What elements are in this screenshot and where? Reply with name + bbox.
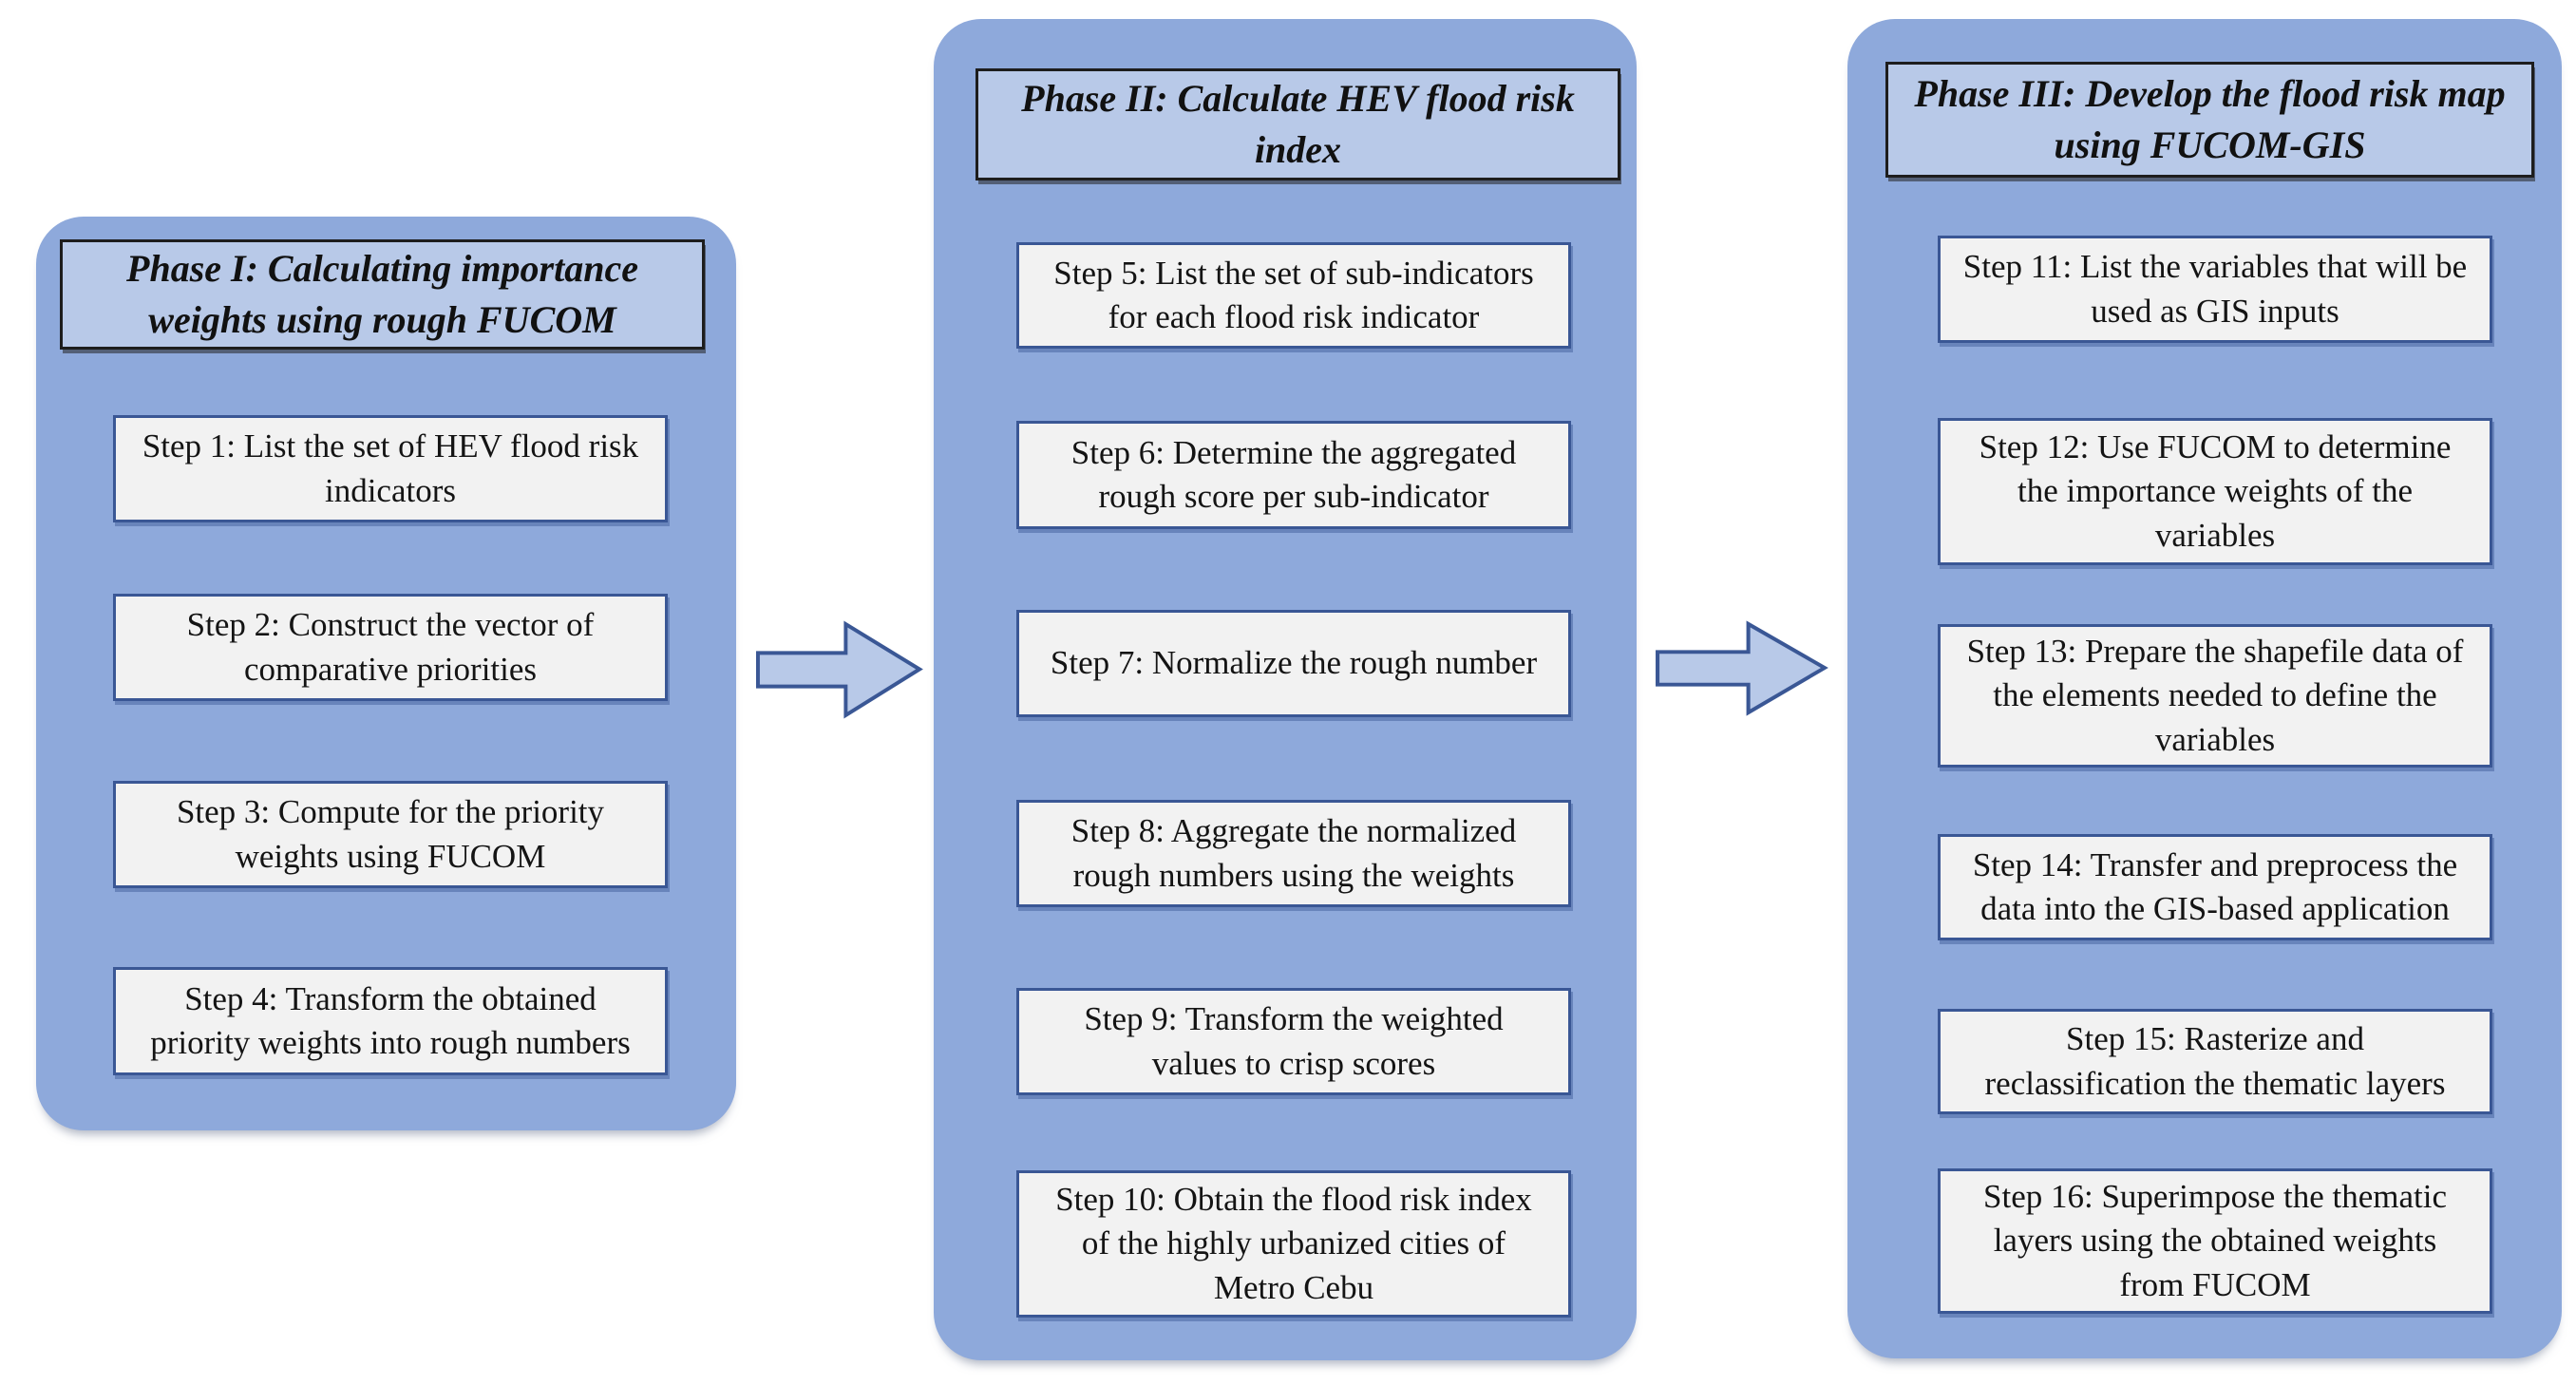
step-10-box: Step 10: Obtain the flood risk index of … [1016, 1170, 1571, 1318]
phase-1-container: Phase I: Calculating importance weights … [36, 217, 736, 1130]
step-4-box: Step 4: Transform the obtained priority … [113, 967, 668, 1075]
step-6-box: Step 6: Determine the aggregated rough s… [1016, 421, 1571, 529]
arrow-right-icon [1656, 620, 1828, 716]
step-12-label: Step 12: Use FUCOM to determine the impo… [1979, 428, 2452, 554]
arrow-right-icon [755, 620, 923, 719]
phase-3-title: Phase III: Develop the flood risk map us… [1914, 72, 2506, 166]
phase-3-container: Phase III: Develop the flood risk map us… [1847, 19, 2562, 1358]
step-16-box: Step 16: Superimpose the thematic layers… [1938, 1168, 2492, 1314]
phase-3-header: Phase III: Develop the flood risk map us… [1885, 62, 2534, 178]
step-9-label: Step 9: Transform the weighted values to… [1084, 1000, 1504, 1082]
step-5-label: Step 5: List the set of sub-indicators f… [1053, 254, 1534, 335]
step-13-box: Step 13: Prepare the shapefile data of t… [1938, 624, 2492, 768]
step-12-box: Step 12: Use FUCOM to determine the impo… [1938, 418, 2492, 565]
step-1-label: Step 1: List the set of HEV flood risk i… [142, 427, 639, 509]
step-14-label: Step 14: Transfer and preprocess the dat… [1972, 845, 2458, 927]
step-3-label: Step 3: Compute for the priority weights… [176, 793, 605, 875]
phase-2-container: Phase II: Calculate HEV flood risk index… [934, 19, 1637, 1360]
step-1-box: Step 1: List the set of HEV flood risk i… [113, 415, 668, 522]
phase-2-header: Phase II: Calculate HEV flood risk index [975, 68, 1620, 180]
step-7-box: Step 7: Normalize the rough number [1016, 610, 1571, 717]
step-2-box: Step 2: Construct the vector of comparat… [113, 594, 668, 701]
step-8-label: Step 8: Aggregate the normalized rough n… [1070, 812, 1517, 894]
step-15-box: Step 15: Rasterize and reclassification … [1938, 1009, 2492, 1114]
step-4-label: Step 4: Transform the obtained priority … [150, 979, 631, 1061]
phase-2-title: Phase II: Calculate HEV flood risk index [1021, 77, 1575, 171]
step-5-box: Step 5: List the set of sub-indicators f… [1016, 242, 1571, 349]
step-8-box: Step 8: Aggregate the normalized rough n… [1016, 800, 1571, 907]
step-7-label: Step 7: Normalize the rough number [1050, 644, 1538, 682]
step-11-box: Step 11: List the variables that will be… [1938, 236, 2492, 343]
step-16-label: Step 16: Superimpose the thematic layers… [1983, 1178, 2447, 1303]
step-2-label: Step 2: Construct the vector of comparat… [186, 606, 595, 688]
step-3-box: Step 3: Compute for the priority weights… [113, 781, 668, 888]
step-6-label: Step 6: Determine the aggregated rough s… [1070, 433, 1517, 515]
step-15-label: Step 15: Rasterize and reclassification … [1984, 1020, 2446, 1102]
phase-1-header: Phase I: Calculating importance weights … [60, 239, 705, 350]
step-11-label: Step 11: List the variables that will be… [1962, 248, 2468, 330]
step-9-box: Step 9: Transform the weighted values to… [1016, 988, 1571, 1095]
phase-1-title: Phase I: Calculating importance weights … [126, 247, 638, 341]
step-13-label: Step 13: Prepare the shapefile data of t… [1966, 633, 2464, 758]
step-10-label: Step 10: Obtain the flood risk index of … [1055, 1181, 1532, 1306]
step-14-box: Step 14: Transfer and preprocess the dat… [1938, 834, 2492, 940]
